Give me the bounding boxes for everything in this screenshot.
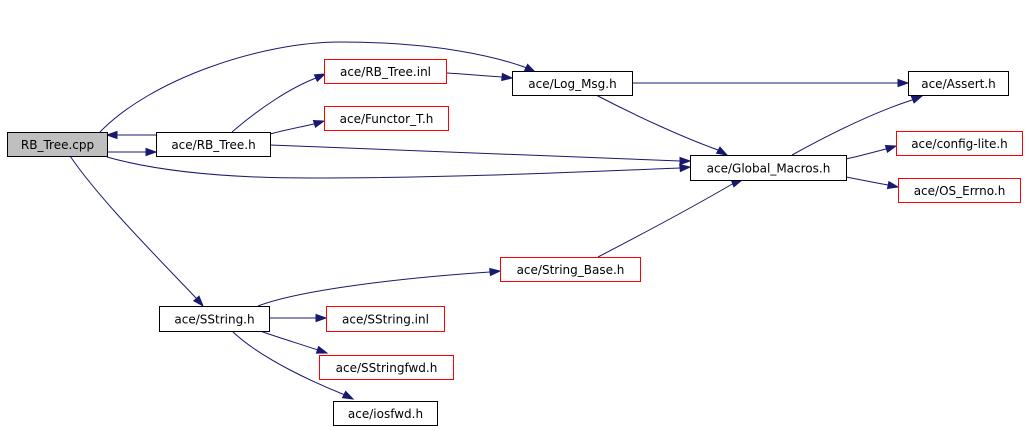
node-label: RB_Tree.cpp [21, 138, 94, 152]
node-box [324, 106, 449, 131]
node-label: ace/SStringfwd.h [336, 361, 438, 375]
arrowhead [730, 179, 744, 188]
edge-line [445, 72, 503, 78]
node-functor-t-h[interactable]: ace/Functor_T.h [324, 106, 449, 131]
arrowhead [910, 95, 924, 104]
arrowhead [341, 390, 355, 400]
arrowhead [315, 313, 328, 323]
edge-sstring_h-to-string_base_h [257, 267, 502, 307]
node-box [908, 71, 1009, 96]
edge-sstring_h-to-iosfwd_h [231, 330, 355, 400]
node-label: ace/iosfwd.h [348, 407, 423, 421]
edge-line [791, 99, 913, 156]
node-box [500, 257, 641, 282]
edge-rb_tree_inl-to-log_msg_h [445, 72, 514, 82]
arrowhead [715, 146, 729, 156]
arrowhead [884, 144, 898, 154]
node-config-lite-h[interactable]: ace/config-lite.h [896, 131, 1023, 156]
node-label: ace/Global_Macros.h [707, 162, 831, 176]
arrowhead [501, 72, 514, 82]
edge-global_macros_h-to-os_errno_h [845, 176, 900, 190]
node-label: ace/String_Base.h [517, 263, 625, 277]
edge-global_macros_h-to-assert_h [791, 95, 924, 156]
node-global-macros-h[interactable]: ace/Global_Macros.h [690, 155, 847, 181]
node-label: ace/config-lite.h [911, 137, 1008, 151]
edge-rb_tree_cpp-to-log_msg_h [99, 41, 537, 133]
node-box [896, 131, 1023, 156]
edge-rb_tree_cpp-to-global_macros_h [106, 156, 692, 179]
edge-sstring_h-to-sstring_inl [269, 313, 328, 323]
arrowhead [886, 180, 900, 190]
node-label: ace/OS_Errno.h [914, 184, 1006, 198]
edge-line [106, 156, 681, 179]
edge-log_msg_h-to-global_macros_h [595, 94, 729, 156]
node-box [512, 71, 633, 96]
node-iosfwd-h[interactable]: ace/iosfwd.h [333, 401, 438, 426]
node-label: ace/RB_Tree.h [171, 138, 255, 152]
node-box [324, 59, 447, 84]
arrowhead [523, 63, 537, 73]
arrowhead [679, 163, 692, 173]
node-box [159, 306, 270, 332]
edge-line [845, 148, 887, 160]
arrowhead [312, 119, 326, 129]
node-box [7, 132, 108, 157]
edge-rb_tree_h-to-rb_tree_inl [231, 73, 327, 133]
node-label: ace/Assert.h [921, 77, 996, 91]
edge-string_base_h-to-global_macros_h [597, 179, 744, 258]
arrowhead [105, 130, 118, 140]
node-box [156, 132, 271, 157]
node-box [690, 155, 847, 181]
node-rb-tree-cpp[interactable]: RB_Tree.cpp [7, 132, 108, 157]
node-sstringfwd-h[interactable]: ace/SStringfwd.h [319, 355, 454, 380]
edge-line [231, 330, 346, 396]
edge-line [99, 41, 528, 133]
edge-line [259, 330, 319, 351]
arrowhead [315, 345, 329, 354]
node-box [333, 401, 438, 426]
edge-rb_tree_h-to-global_macros_h [269, 144, 692, 166]
edge-line [845, 176, 889, 186]
edge-sstring_h-to-sstringfwd_h [259, 330, 329, 354]
node-label: ace/SString.h [174, 313, 254, 327]
node-os-errno-h[interactable]: ace/OS_Errno.h [898, 178, 1021, 203]
node-label: ace/Functor_T.h [340, 112, 434, 126]
node-log-msg-h[interactable]: ace/Log_Msg.h [512, 71, 633, 96]
node-sstring-h[interactable]: ace/SString.h [159, 306, 270, 332]
node-box [898, 178, 1021, 203]
edge-rb_tree_cpp-to-sstring_h [69, 155, 204, 308]
edge-line [69, 155, 197, 299]
arrowhead [145, 147, 158, 157]
edge-line [595, 94, 719, 151]
edge-line [257, 271, 491, 307]
edge-line [597, 182, 735, 258]
graph-edges [69, 41, 924, 400]
arrowhead [192, 295, 204, 308]
node-sstring-inl[interactable]: ace/SString.inl [326, 306, 445, 332]
node-label: ace/RB_Tree.inl [340, 65, 431, 79]
edge-log_msg_h-to-assert_h [632, 78, 910, 88]
graph-nodes: RB_Tree.cpp ace/RB_Tree.h ace/RB_Tree.inla… [7, 59, 1023, 426]
node-label: ace/SString.inl [342, 313, 429, 327]
edge-rb_tree_h-to-functor_t_h [269, 119, 326, 135]
node-box [326, 306, 445, 332]
arrowhead [313, 73, 327, 83]
node-label: ace/Log_Msg.h [528, 77, 616, 91]
arrowhead [897, 78, 910, 88]
edge-rb_tree_h-to-rb_tree_cpp [105, 130, 156, 140]
arrowhead [489, 267, 502, 277]
node-string-base-h[interactable]: ace/String_Base.h [500, 257, 641, 282]
node-rb-tree-inl[interactable]: ace/RB_Tree.inl [324, 59, 447, 84]
edge-rb_tree_cpp-to-rb_tree_h [106, 147, 158, 157]
node-box [319, 355, 454, 380]
node-assert-h[interactable]: ace/Assert.h [908, 71, 1009, 96]
arrowhead [679, 156, 692, 166]
edge-line [269, 123, 315, 135]
node-rb-tree-h[interactable]: ace/RB_Tree.h [156, 132, 271, 157]
edge-line [269, 144, 681, 162]
edge-line [231, 77, 317, 133]
edge-global_macros_h-to-config_lite_h [845, 144, 898, 160]
